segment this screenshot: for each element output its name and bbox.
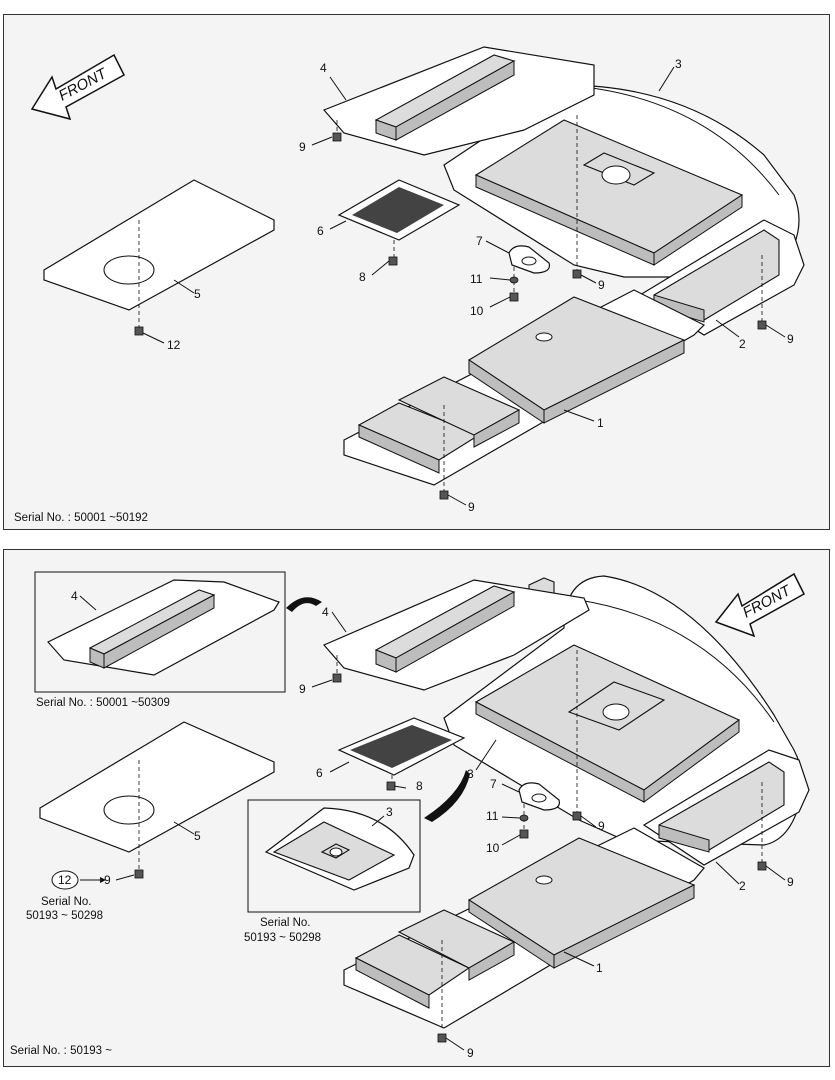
label-11: 11 [470, 272, 483, 286]
part-1-floor-plate [343, 827, 705, 1030]
bolt-icon [572, 811, 582, 821]
part-6-vent-grille [337, 179, 461, 260]
label-4: 4 [320, 61, 327, 75]
bolt-icon [509, 292, 519, 302]
bolt-icon [386, 781, 396, 791]
part-1-floor-plate [343, 289, 706, 493]
bolt-icon [757, 320, 767, 330]
part-5-plate [39, 721, 275, 870]
label-2: 2 [739, 879, 746, 893]
part-3-rear-cover [443, 84, 800, 278]
diagram-panel-top: FRONT [3, 14, 830, 530]
label-9: 9 [104, 873, 111, 887]
pointer-arrow-icon [286, 597, 322, 612]
label-4-inset: 4 [71, 589, 78, 603]
label-3: 3 [675, 57, 682, 71]
label-1: 1 [596, 961, 603, 975]
part-2-side-pad [638, 219, 805, 336]
exploded-view-top: FRONT [14, 46, 805, 524]
label-2: 2 [739, 337, 746, 351]
bolt-icon [332, 673, 342, 683]
label-11: 11 [486, 809, 499, 823]
front-arrow-icon: FRONT [714, 572, 805, 638]
front-arrow-icon: FRONT [30, 53, 125, 121]
bolt-icon [572, 269, 582, 279]
washer-icon [509, 276, 519, 284]
bolt-icon [388, 256, 398, 266]
label-9: 9 [598, 819, 605, 833]
part-5-plate [43, 179, 275, 330]
part-6-vent-grille [337, 717, 466, 782]
exploded-view-bottom: FRONT 4 Serial No. : 50001 ~50309 [10, 571, 810, 1060]
washer-icon [519, 814, 529, 822]
bolt-icon [332, 132, 342, 142]
label-4: 4 [322, 605, 329, 619]
bolt-icon [757, 861, 767, 871]
note-circled-label: 12 [58, 873, 72, 887]
label-9: 9 [299, 140, 306, 154]
label-9: 9 [787, 332, 794, 346]
part-labels: 1 2 3 4 5 6 7 8 9 9 9 9 9 10 11 [104, 605, 794, 1060]
bolt-icon [134, 869, 144, 879]
label-10: 10 [470, 304, 484, 318]
note-serial-line2: 50193 ~ 50298 [26, 910, 103, 922]
label-12: 12 [167, 338, 181, 352]
part-4-front-plate [323, 579, 590, 691]
label-5: 5 [194, 829, 201, 843]
note-circled-12: 12 [51, 870, 106, 890]
label-1: 1 [597, 416, 604, 430]
label-3-inset: 3 [386, 805, 393, 819]
part-3-rear-cover [443, 575, 804, 846]
bolt-icon [437, 1033, 447, 1043]
label-5: 5 [194, 287, 201, 301]
label-3: 3 [467, 767, 474, 781]
arrow-right-icon [100, 877, 106, 883]
part-labels: 1 2 3 4 5 6 7 8 9 9 9 9 9 10 11 12 [167, 57, 794, 514]
label-8: 8 [416, 779, 423, 793]
inset-b-serial-line1: Serial No. [260, 917, 311, 929]
note-serial-line1: Serial No. [41, 896, 92, 908]
label-7: 7 [476, 234, 483, 248]
label-7: 7 [490, 777, 497, 791]
label-6: 6 [316, 766, 323, 780]
label-6: 6 [317, 224, 324, 238]
bolt-icon [134, 326, 144, 336]
serial-number-bottom: Serial No. : 50193 ~ [10, 1045, 112, 1057]
part-7-bracket [508, 245, 551, 300]
bolt-icon [519, 829, 529, 839]
inset-part-4-variant: 4 [34, 571, 322, 693]
label-8: 8 [359, 270, 366, 284]
label-9: 9 [468, 500, 475, 514]
label-9: 9 [467, 1046, 474, 1060]
bolt-icon [439, 490, 449, 500]
label-9: 9 [787, 875, 794, 889]
serial-number-top: Serial No. : 50001 ~50192 [14, 512, 148, 524]
inset-part-3-variant: 3 [247, 770, 470, 913]
label-10: 10 [486, 841, 500, 855]
label-9: 9 [598, 278, 605, 292]
inset-a-serial: Serial No. : 50001 ~50309 [36, 697, 170, 709]
part-4-front-plate [322, 46, 595, 156]
part-2-side-pad [642, 749, 810, 866]
label-9: 9 [299, 682, 306, 696]
diagram-panel-bottom: FRONT 4 Serial No. : 50001 ~50309 [3, 549, 830, 1067]
inset-b-serial-line2: 50193 ~ 50298 [244, 932, 321, 944]
pointer-arrow-icon [424, 770, 470, 822]
